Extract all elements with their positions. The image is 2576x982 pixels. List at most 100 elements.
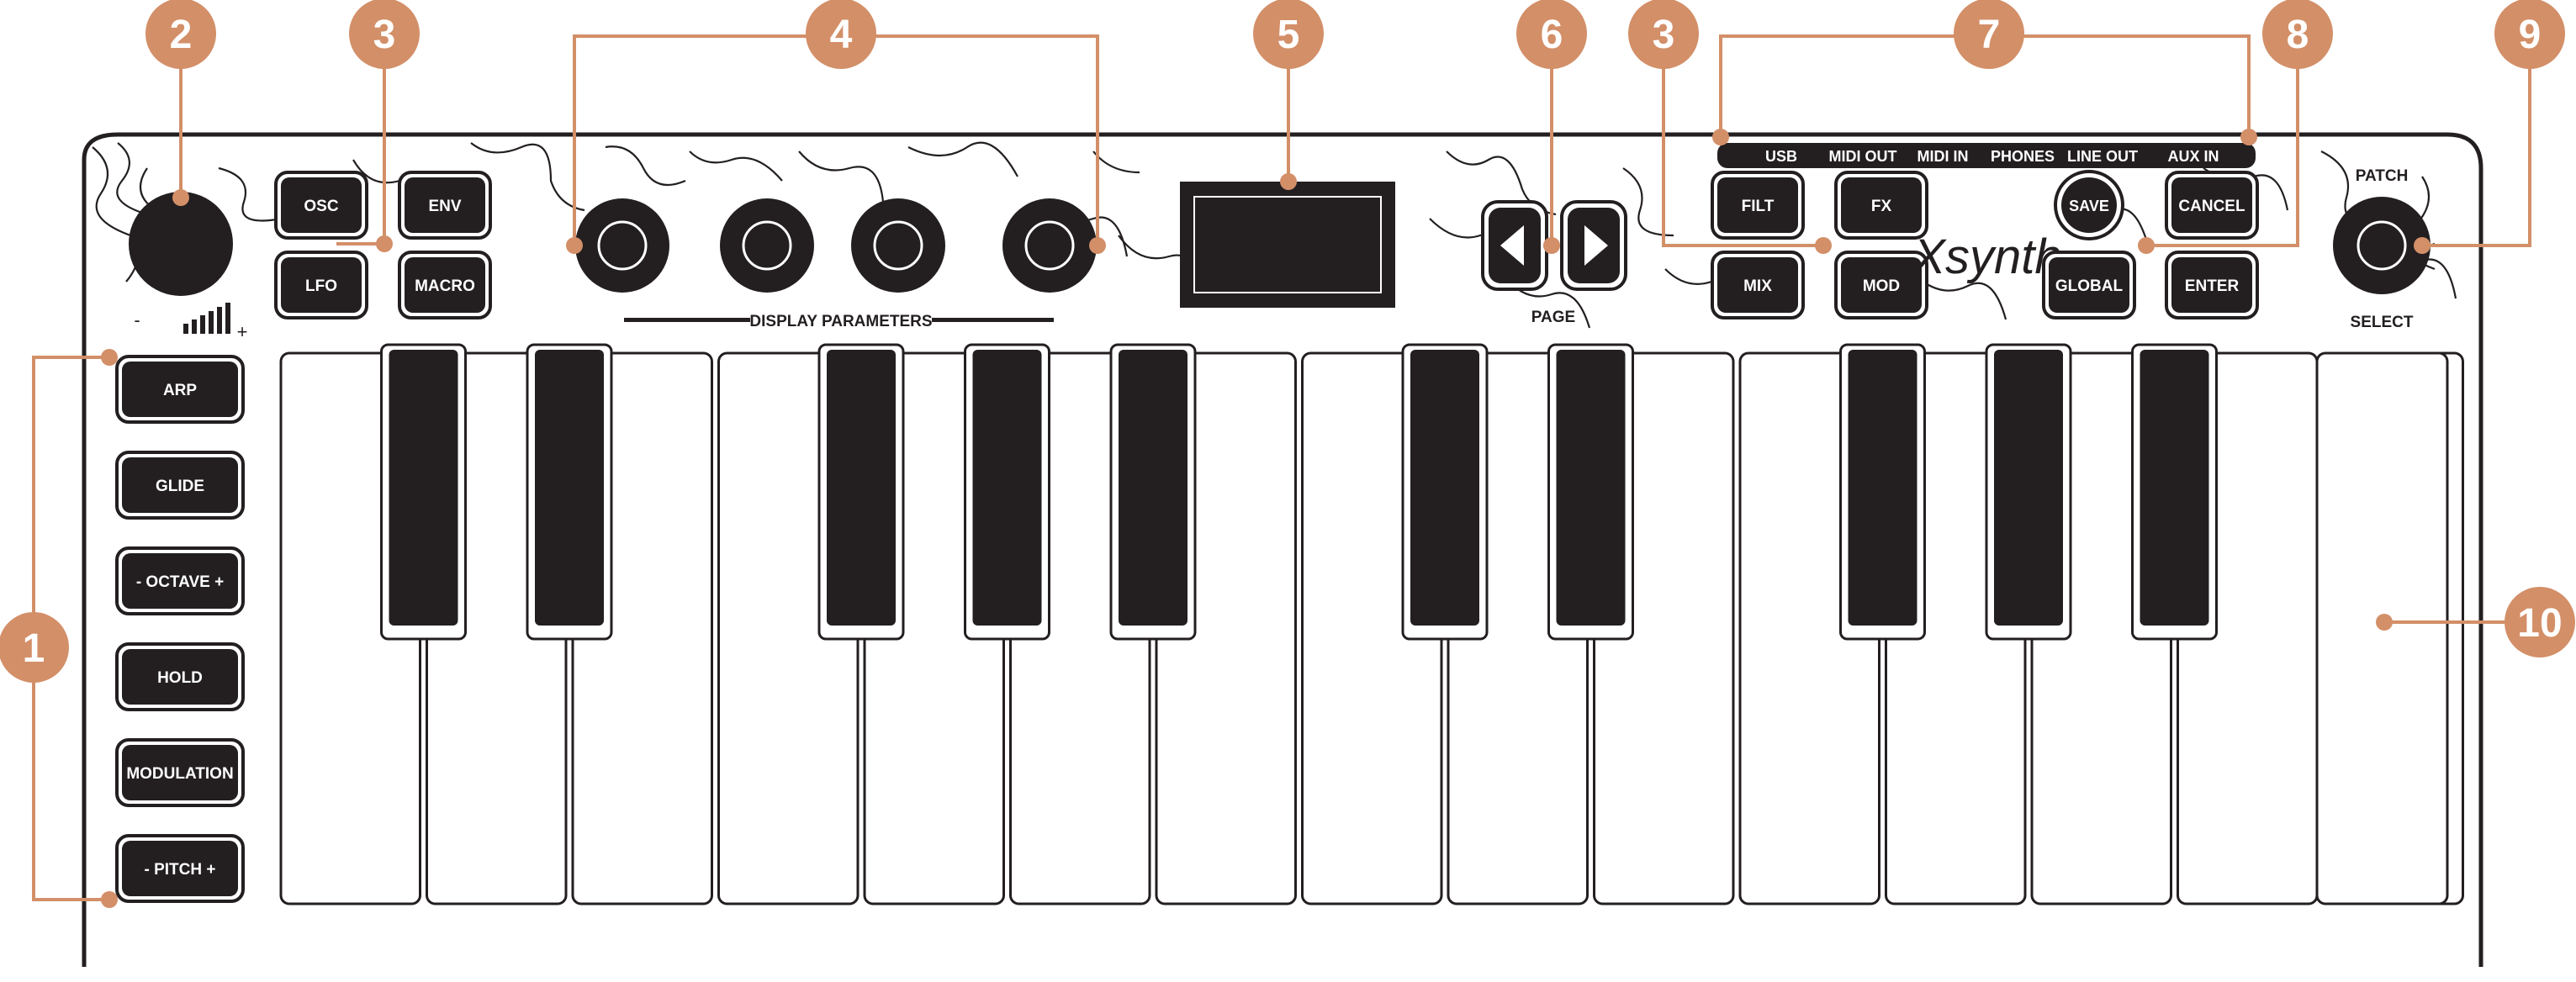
- save-label: SAVE: [2069, 198, 2109, 214]
- callout-number: 5: [1277, 13, 1300, 57]
- black-key[interactable]: [535, 350, 604, 626]
- display-parameters-bar-left: [624, 318, 750, 322]
- callout-5-marker: 5: [1253, 0, 1324, 69]
- volume-minus-label: -: [134, 309, 140, 330]
- arrow-left-icon: [1500, 225, 1524, 266]
- black-key[interactable]: [389, 350, 458, 626]
- mod-button[interactable]: MOD: [1834, 251, 1928, 319]
- callout-number: 7: [1978, 13, 2001, 57]
- filt-label: FILT: [1742, 198, 1775, 215]
- fx-label: FX: [1871, 198, 1892, 215]
- env-label: ENV: [428, 198, 461, 215]
- black-key[interactable]: [2140, 350, 2209, 626]
- callout-8-marker: 8: [2262, 0, 2333, 69]
- black-key[interactable]: [1994, 350, 2063, 626]
- save-button[interactable]: SAVE: [2054, 170, 2124, 240]
- volume-level-icon: [183, 303, 230, 334]
- oled-display-inner: [1193, 196, 1382, 293]
- callout-number: 4: [830, 13, 853, 57]
- env-button[interactable]: ENV: [398, 171, 492, 240]
- volume-knob[interactable]: [129, 192, 233, 296]
- port-phones-label: PHONES: [1991, 148, 2055, 165]
- pitch-button[interactable]: - PITCH +: [115, 834, 245, 903]
- page-left-button[interactable]: [1481, 200, 1548, 291]
- callout-number: 6: [1541, 13, 1563, 57]
- callout-9-marker: 9: [2494, 0, 2565, 69]
- display-parameter-knobs: [575, 198, 1097, 293]
- ports-strip: [1717, 143, 2256, 168]
- macro-label: MACRO: [415, 277, 475, 295]
- display-parameter-knob-3[interactable]: [851, 198, 945, 293]
- mix-button[interactable]: MIX: [1711, 251, 1805, 319]
- patch-label: PATCH: [2356, 167, 2409, 185]
- port-line-out-label: LINE OUT: [2067, 148, 2138, 165]
- macro-button[interactable]: MACRO: [398, 251, 492, 319]
- enter-label: ENTER: [2185, 277, 2240, 295]
- callout-2-marker: 2: [145, 0, 216, 69]
- black-key[interactable]: [1410, 350, 1479, 626]
- callout-4-marker: 4: [806, 0, 876, 69]
- mix-label: MIX: [1743, 277, 1772, 295]
- display-parameters-bar-right: [932, 318, 1054, 322]
- octave-button[interactable]: - OCTAVE +: [115, 546, 245, 615]
- octave-label: - OCTAVE +: [136, 573, 224, 591]
- lfo-label: LFO: [305, 277, 337, 295]
- page-label: PAGE: [1531, 309, 1575, 326]
- callout-number: 10: [2517, 601, 2562, 646]
- modulation-label: MODULATION: [126, 765, 233, 783]
- black-key[interactable]: [1119, 350, 1187, 626]
- enter-button[interactable]: ENTER: [2165, 251, 2259, 319]
- page-right-button[interactable]: [1560, 200, 1627, 291]
- callout-number: 8: [2287, 13, 2309, 57]
- hold-button[interactable]: HOLD: [115, 642, 245, 711]
- callout-endpoints: [101, 129, 2431, 908]
- lfo-button[interactable]: LFO: [274, 251, 368, 319]
- select-label: SELECT: [2351, 314, 2414, 331]
- filt-button[interactable]: FILT: [1711, 171, 1805, 240]
- arrow-right-icon: [1584, 225, 1608, 266]
- cancel-label: CANCEL: [2178, 198, 2245, 215]
- oled-display: [1180, 182, 1395, 308]
- pitch-label: - PITCH +: [145, 861, 216, 879]
- callout-3-marker: 3: [349, 0, 420, 69]
- port-midi-in-label: MIDI IN: [1917, 148, 1969, 165]
- callout-3-marker: 3: [1628, 0, 1699, 69]
- osc-button[interactable]: OSC: [274, 171, 368, 240]
- port-usb-label: USB: [1765, 148, 1797, 165]
- black-key[interactable]: [1556, 350, 1626, 626]
- patch-select-encoder[interactable]: [2333, 197, 2431, 294]
- cancel-button[interactable]: CANCEL: [2165, 171, 2259, 240]
- port-midi-out-label: MIDI OUT: [1829, 148, 1897, 165]
- display-parameter-knob-2[interactable]: [720, 198, 814, 293]
- glide-label: GLIDE: [156, 478, 204, 495]
- display-parameter-knob-4[interactable]: [1002, 198, 1097, 293]
- black-key[interactable]: [972, 350, 1042, 626]
- global-button[interactable]: GLOBAL: [2042, 251, 2136, 319]
- callout-number: 9: [2519, 13, 2542, 57]
- mod-label: MOD: [1863, 277, 1900, 295]
- callout-number: 2: [170, 13, 193, 57]
- callout-7-marker: 7: [1954, 0, 2024, 69]
- hold-label: HOLD: [157, 669, 203, 687]
- callout-number: 3: [1653, 13, 1675, 57]
- black-key[interactable]: [827, 350, 896, 626]
- keyboard: [279, 343, 2464, 905]
- display-parameters-label: DISPLAY PARAMETERS: [749, 313, 932, 330]
- callout-1-marker: 1: [0, 612, 69, 683]
- brand-logo: Xsynth: [1911, 230, 2061, 284]
- volume-plus-label: +: [237, 321, 248, 342]
- osc-label: OSC: [304, 198, 338, 215]
- arp-label: ARP: [163, 382, 197, 399]
- black-key[interactable]: [1848, 350, 1917, 626]
- display-parameter-knob-1[interactable]: [575, 198, 669, 293]
- fx-button[interactable]: FX: [1834, 171, 1928, 240]
- arp-button[interactable]: ARP: [115, 355, 245, 424]
- port-aux-in-label: AUX IN: [2167, 148, 2219, 165]
- glide-button[interactable]: GLIDE: [115, 451, 245, 520]
- callout-10-marker: 10: [2505, 587, 2575, 657]
- modulation-button[interactable]: MODULATION: [115, 738, 245, 807]
- global-label: GLOBAL: [2055, 277, 2124, 295]
- callout-number: 1: [23, 626, 45, 671]
- callout-6-marker: 6: [1516, 0, 1587, 69]
